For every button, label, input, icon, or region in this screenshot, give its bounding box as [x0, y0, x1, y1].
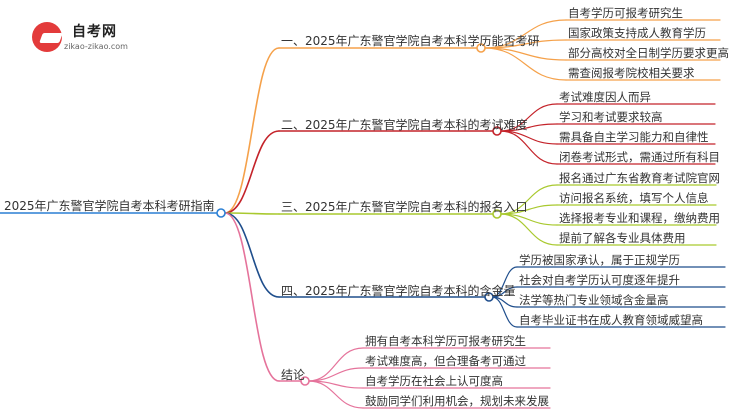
leaf-connector-5-2	[307, 367, 364, 382]
branch-topic-2[interactable]: 二、2025年广东警官学院自考本科的考试难度	[281, 118, 528, 132]
branch-topic-3[interactable]: 三、2025年广东警官学院自考本科的报名入口	[281, 200, 528, 214]
branch-connector-5	[224, 212, 280, 382]
leaf-connector-2-4	[499, 130, 558, 165]
branch-topic-4[interactable]: 四、2025年广东警官学院自考本科的含金量	[281, 284, 516, 298]
root-topic[interactable]: 2025年广东警官学院自考本科考研指南	[4, 199, 215, 213]
leaf-5-2[interactable]: 考试难度高，但合理备考可通过	[365, 354, 526, 368]
leaf-2-2[interactable]: 学习和考试要求较高	[559, 110, 663, 124]
leaf-1-1[interactable]: 自考学历可报考研究生	[568, 6, 683, 20]
leaf-5-3[interactable]: 自考学历在社会上认可度高	[365, 374, 503, 388]
site-logo[interactable]: 自考网 zikao-zikao.com	[28, 18, 148, 58]
leaf-4-2[interactable]: 社会对自考学历认可度逐年提升	[519, 273, 680, 287]
leaf-connector-1-3	[483, 47, 567, 61]
leaf-connector-5-4	[307, 380, 364, 409]
leaf-connector-3-4	[499, 213, 558, 246]
leaf-1-4[interactable]: 需查阅报考院校相关要求	[568, 66, 695, 80]
branch-node-dot-1	[476, 43, 486, 53]
branch-topic-1[interactable]: 一、2025年广东警官学院自考本科学历能否考研	[281, 34, 540, 48]
logo-title: 自考网	[72, 24, 117, 40]
branch-connector-4	[224, 212, 280, 298]
branch-topic-5[interactable]: 结论	[281, 368, 306, 382]
logo-subtitle: zikao-zikao.com	[64, 42, 128, 51]
leaf-3-3[interactable]: 选择报考专业和课程，缴纳费用	[559, 211, 720, 225]
branch-node-dot-2	[492, 126, 502, 136]
leaf-5-1[interactable]: 拥有自考本科学历可报考研究生	[365, 334, 526, 348]
graduation-cap-icon	[32, 22, 63, 52]
leaf-1-2[interactable]: 国家政策支持成人教育学历	[568, 26, 706, 40]
branch-connector-1	[224, 47, 280, 214]
leaf-2-4[interactable]: 闭卷考试形式，需通过所有科目	[559, 150, 720, 164]
leaf-connector-4-1	[491, 266, 518, 298]
leaf-3-1[interactable]: 报名通过广东省教育考试院官网	[559, 171, 720, 185]
branch-node-dot-4	[484, 292, 494, 302]
leaf-4-1[interactable]: 学历被国家承认，属于正规学历	[519, 253, 680, 267]
leaf-5-4[interactable]: 鼓励同学们利用机会，规划未来发展	[365, 394, 549, 408]
leaf-connector-5-1	[307, 347, 364, 382]
leaf-3-2[interactable]: 访问报名系统，填写个人信息	[559, 191, 709, 205]
branch-connector-3	[224, 212, 280, 215]
branch-node-dot-5	[300, 376, 310, 386]
root-node-dot	[216, 208, 226, 218]
leaf-4-3[interactable]: 法学等热门专业领域含金量高	[519, 293, 669, 307]
branch-node-dot-3	[492, 209, 502, 219]
leaf-4-4[interactable]: 自考毕业证书在成人教育领域威望高	[519, 313, 703, 327]
leaf-connector-1-4	[483, 47, 567, 81]
branch-connector-2	[224, 130, 280, 214]
leaf-connector-1-1	[483, 19, 567, 49]
leaf-3-4[interactable]: 提前了解各专业具体费用	[559, 231, 686, 245]
leaf-2-1[interactable]: 考试难度因人而异	[559, 90, 651, 104]
leaf-2-3[interactable]: 需具备自主学习能力和自律性	[559, 130, 709, 144]
leaf-1-3[interactable]: 部分高校对全日制学历要求更高	[568, 46, 729, 60]
leaf-connector-4-4	[491, 296, 518, 328]
